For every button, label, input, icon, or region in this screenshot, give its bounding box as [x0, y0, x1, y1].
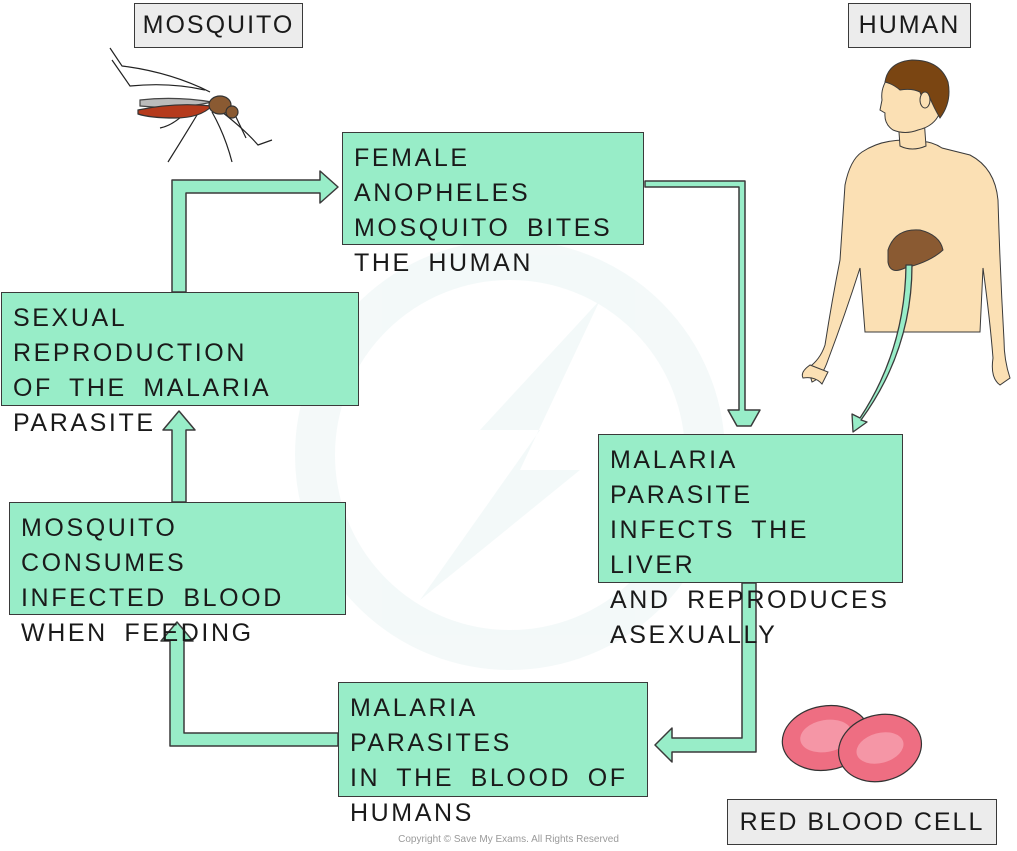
red-blood-cells-illustration [781, 704, 923, 783]
copyright-text: Copyright © Save My Exams. All Rights Re… [398, 834, 619, 845]
step-parasite-infects-liver: MALARIA PARASITE INFECTS THE LIVER AND R… [598, 434, 903, 649]
arrow-sexual-to-bite [171, 170, 339, 293]
mosquito-label: MOSQUITO [134, 3, 303, 48]
step-sexual-reproduction: SEXUAL REPRODUCTION OF THE MALARIA PARAS… [1, 292, 359, 437]
arrow-blood-to-feeding [160, 621, 339, 747]
arrow-liver-to-blood [654, 582, 757, 763]
arrow-bite-to-liver [644, 180, 761, 427]
step-mosquito-consumes-blood: MOSQUITO CONSUMES INFECTED BLOOD WHEN FE… [9, 502, 346, 647]
step-parasites-in-blood: MALARIA PARASITES IN THE BLOOD OF HUMANS [338, 682, 648, 827]
liver-shape [887, 229, 944, 271]
human-illustration [801, 59, 1011, 433]
liver-curved-arrow [851, 264, 913, 433]
human-label: HUMAN [848, 3, 971, 48]
red-blood-cell-label: RED BLOOD CELL [727, 799, 997, 845]
arrow-feeding-to-sexual [162, 410, 196, 503]
mosquito-illustration [109, 47, 273, 163]
step-mosquito-bites-human: FEMALE ANOPHELES MOSQUITO BITES THE HUMA… [342, 132, 644, 277]
